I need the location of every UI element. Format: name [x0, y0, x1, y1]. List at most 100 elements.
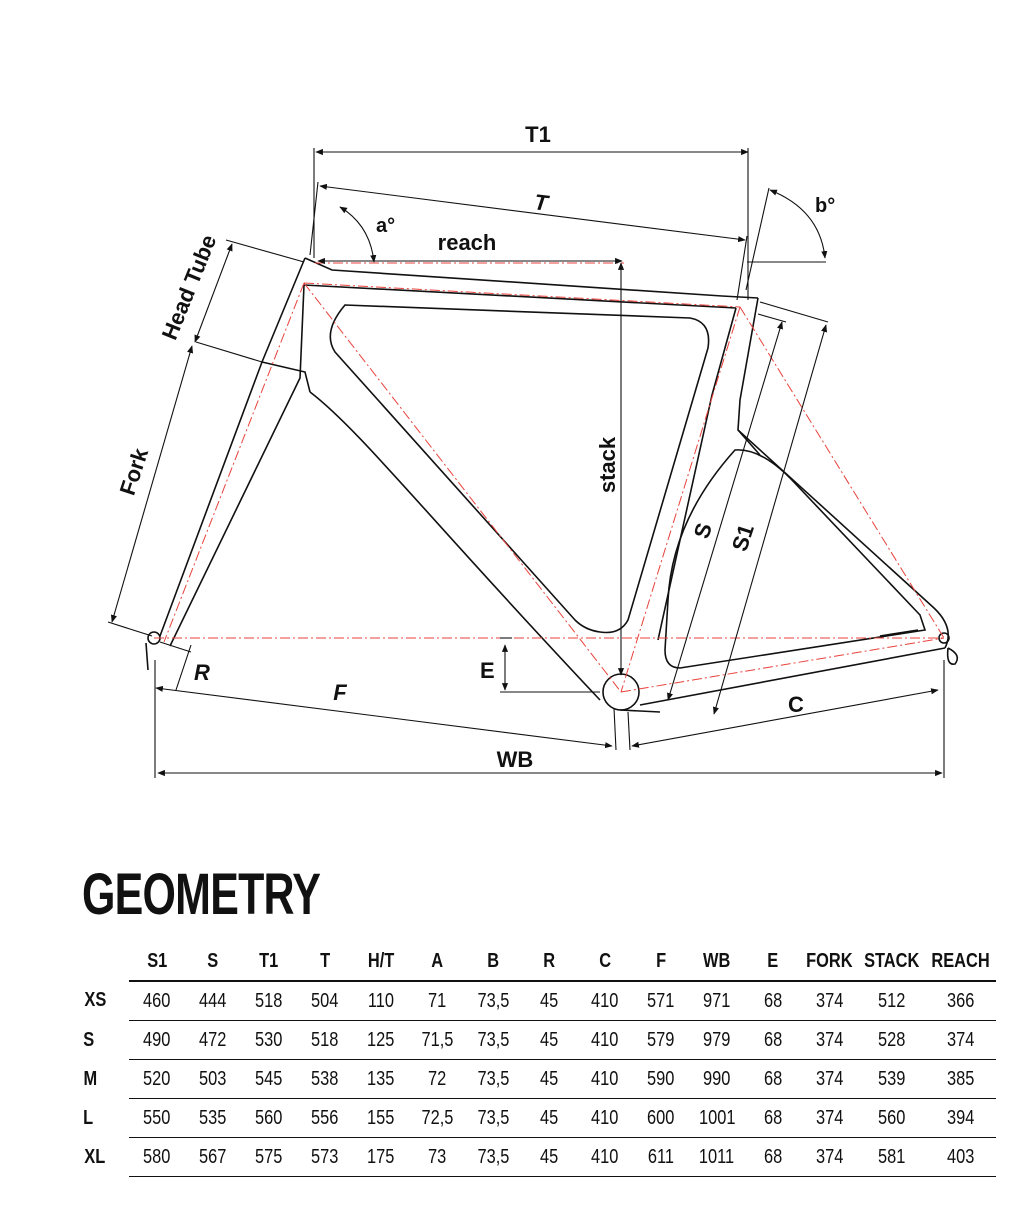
column-header-label: H/T	[367, 949, 395, 972]
table-cell: 444	[185, 981, 241, 1021]
column-header-t: T	[297, 942, 353, 982]
table-cell: 73,5	[465, 1020, 521, 1060]
table-cell-value: 410	[591, 1067, 619, 1090]
label-r: R	[194, 660, 210, 685]
table-cell-value: 573	[311, 1145, 339, 1168]
table-cell: 581	[857, 1137, 926, 1177]
row-size-text: S	[83, 1028, 95, 1051]
table-cell-value: 460	[143, 989, 171, 1012]
table-cell: 520	[129, 1059, 185, 1099]
geometry-title: GEOMETRY	[82, 862, 321, 927]
column-header-c: C	[577, 942, 633, 982]
table-cell-value: 73,5	[477, 1145, 509, 1168]
table-cell: 45	[521, 1137, 577, 1177]
column-header-b: B	[465, 942, 521, 982]
table-cell: 556	[297, 1098, 353, 1138]
table-cell-value: 135	[367, 1067, 395, 1090]
row-size-label: M	[74, 1060, 129, 1099]
table-cell-value: 45	[539, 1106, 559, 1129]
column-header-stack: STACK	[857, 942, 926, 982]
table-cell: 394	[925, 1098, 997, 1138]
table-cell-value: 472	[199, 1028, 227, 1051]
table-cell: 512	[857, 981, 926, 1021]
table-cell-value: 374	[815, 989, 844, 1012]
column-header-label: T	[319, 949, 331, 972]
table-cell: 374	[801, 1059, 858, 1099]
column-header-reach: REACH	[925, 942, 997, 982]
table-cell: 71	[409, 981, 465, 1021]
table-cell-value: 600	[647, 1106, 675, 1129]
column-header-s: S	[185, 942, 241, 982]
table-cell: 73,5	[465, 1059, 521, 1099]
table-cell: 590	[633, 1059, 689, 1099]
table-cell-value: 73	[427, 1145, 447, 1168]
column-header-s1: S1	[129, 942, 185, 982]
label-f: F	[333, 680, 347, 705]
column-header-label: E	[767, 949, 779, 972]
table-cell: 600	[633, 1098, 689, 1138]
table-cell-value: 73,5	[477, 1106, 509, 1129]
label-s: S	[689, 520, 717, 542]
table-cell-value: 410	[591, 1106, 619, 1129]
table-cell-value: 545	[255, 1067, 283, 1090]
table-cell: 72,5	[409, 1098, 465, 1138]
table-cell-value: 560	[255, 1106, 283, 1129]
row-size-text: M	[83, 1067, 98, 1090]
table-cell: 72	[409, 1059, 465, 1099]
table-cell: 110	[353, 981, 409, 1021]
table-cell-value: 611	[647, 1145, 675, 1168]
table-cell: 580	[129, 1137, 185, 1177]
label-stack: stack	[595, 436, 620, 493]
table-cell-value: 72	[427, 1067, 447, 1090]
table-cell-value: 68	[763, 1028, 783, 1051]
column-header-wb: WB	[689, 942, 745, 982]
table-cell: 539	[857, 1059, 926, 1099]
column-header-r: R	[521, 942, 577, 982]
table-cell-value: 410	[591, 1145, 619, 1168]
table-cell-value: 567	[199, 1145, 227, 1168]
table-cell: 366	[925, 981, 997, 1021]
table-cell-value: 68	[763, 989, 783, 1012]
table-cell-value: 581	[877, 1145, 906, 1168]
table-cell: 504	[297, 981, 353, 1021]
table-cell-value: 374	[815, 1145, 844, 1168]
column-header-label: A	[431, 949, 443, 972]
table-cell: 410	[577, 1098, 633, 1138]
table-cell: 374	[801, 1020, 858, 1060]
table-cell-value: 590	[647, 1067, 675, 1090]
table-cell-value: 45	[539, 1145, 559, 1168]
table-cell: 472	[185, 1020, 241, 1060]
column-header-label: FORK	[806, 949, 853, 972]
table-cell: 68	[745, 1137, 801, 1177]
label-head-tube: Head Tube	[157, 231, 222, 343]
table-cell-value: 512	[877, 989, 906, 1012]
row-size-text: L	[83, 1106, 94, 1129]
table-cell-value: 538	[311, 1067, 339, 1090]
column-header-label: C	[599, 949, 611, 972]
table-cell: 535	[185, 1098, 241, 1138]
table-cell: 73,5	[465, 1137, 521, 1177]
column-header-label: S1	[146, 949, 168, 972]
table-cell: 71,5	[409, 1020, 465, 1060]
table-cell-value: 73,5	[477, 1067, 509, 1090]
dimension-lines	[107, 148, 945, 778]
table-cell-value: 575	[255, 1145, 283, 1168]
column-header-label: B	[487, 949, 499, 972]
table-cell: 410	[577, 981, 633, 1021]
table-cell: 545	[241, 1059, 297, 1099]
table-cell: 410	[577, 1137, 633, 1177]
table-cell-value: 444	[199, 989, 227, 1012]
table-cell-value: 374	[815, 1106, 844, 1129]
table-cell: 68	[745, 1059, 801, 1099]
table-cell: 403	[925, 1137, 997, 1177]
table-cell: 374	[801, 981, 858, 1021]
table-cell: 990	[689, 1059, 745, 1099]
table-cell: 45	[521, 981, 577, 1021]
table-cell: 45	[521, 1020, 577, 1060]
